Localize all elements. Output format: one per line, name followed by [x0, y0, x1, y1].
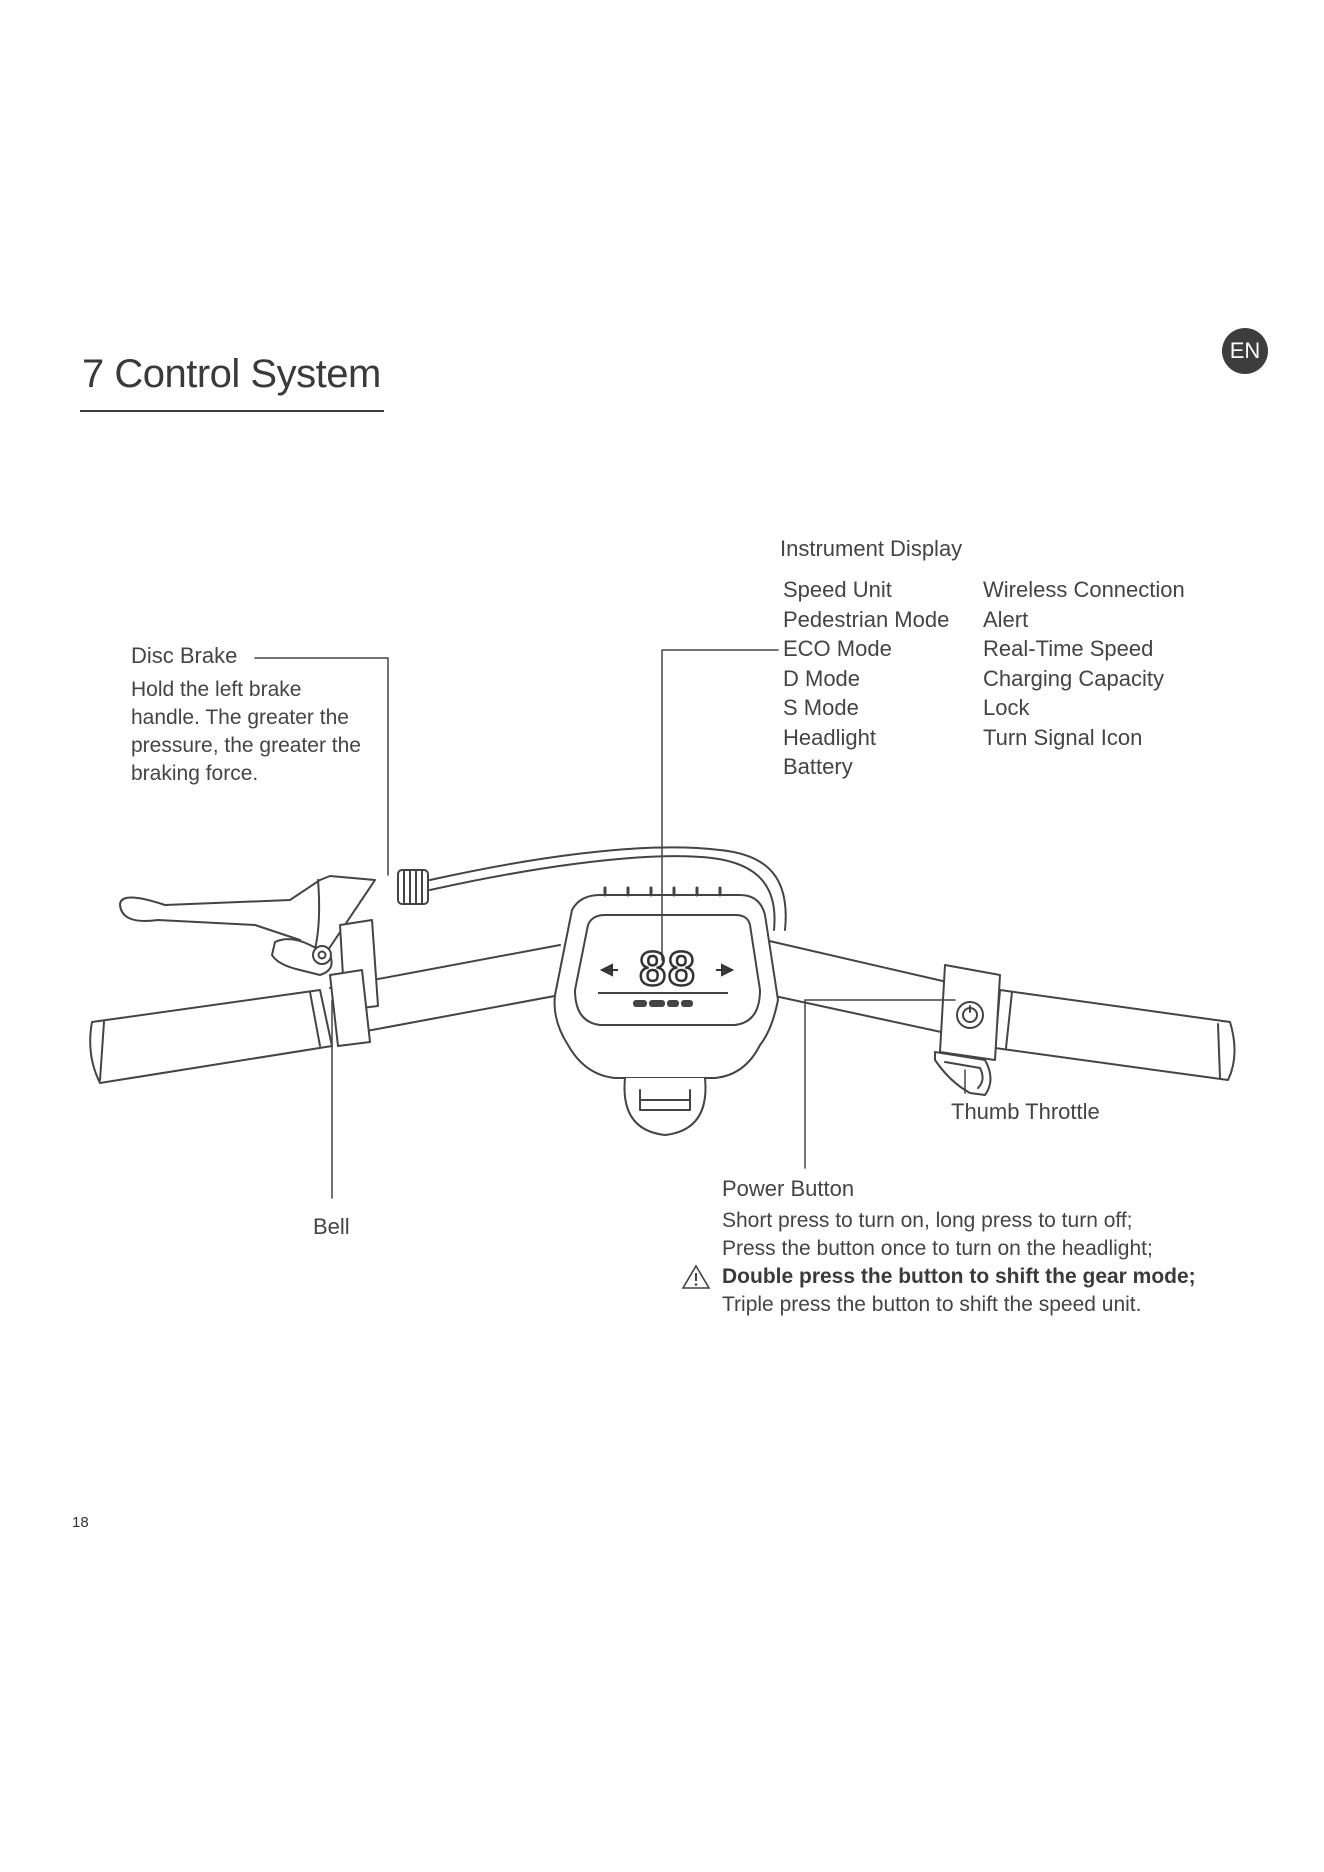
- list-item: Headlight: [783, 724, 876, 750]
- title-underline: [80, 410, 384, 412]
- list-item: Speed Unit: [783, 577, 892, 602]
- instruction-line: Short press to turn on, long press to tu…: [722, 1209, 1133, 1232]
- mode-pills: [633, 1000, 693, 1007]
- disc-brake-leader: [254, 657, 389, 876]
- instruction-line-emphasized: Double press the button to shift the gea…: [722, 1265, 1196, 1288]
- list-item: Battery: [783, 754, 853, 779]
- brake-cable: [429, 846, 787, 931]
- brake-lever: [119, 875, 376, 963]
- left-grip: [89, 989, 333, 1084]
- list-item: Turn Signal Icon: [983, 724, 1143, 750]
- brake-adjuster: [397, 869, 429, 905]
- instrument-display-right-list: Wireless Connection Alert Real-Time Spee…: [983, 575, 1185, 752]
- power-button-heading: Power Button: [722, 1176, 855, 1201]
- right-grip: [994, 989, 1236, 1081]
- list-item: Real-Time Speed: [983, 636, 1154, 661]
- page-title: 7 Control System: [82, 352, 381, 396]
- bell-lever: [271, 938, 333, 976]
- power-button-instructions: Short press to turn on, long press to tu…: [722, 1207, 1196, 1319]
- mode-pill-eco: [649, 1000, 665, 1007]
- display-mount: [623, 1077, 707, 1136]
- list-item: Wireless Connection: [983, 577, 1185, 602]
- instrument-display-heading: Instrument Display: [780, 536, 963, 561]
- left-bar-tube-bottom: [344, 994, 561, 1036]
- thumb-throttle-label: Thumb Throttle: [951, 1099, 1100, 1124]
- description-line: handle. The greater the: [131, 706, 349, 729]
- power-button-icon: [956, 1001, 984, 1029]
- list-item: Lock: [983, 695, 1030, 720]
- description-line: braking force.: [131, 762, 259, 785]
- instruction-line: Triple press the button to shift the spe…: [722, 1293, 1142, 1316]
- description-line: Hold the left brake: [131, 678, 302, 701]
- list-item: Pedestrian Mode: [783, 606, 950, 632]
- disc-brake-description: Hold the left brake handle. The greater …: [131, 676, 361, 788]
- left-turn-signal-icon: [599, 963, 618, 977]
- right-bar-tube-bottom: [769, 994, 956, 1036]
- list-item: Charging Capacity: [983, 665, 1164, 691]
- right-turn-signal-icon: [716, 963, 735, 977]
- disc-brake-heading: Disc Brake: [131, 643, 238, 668]
- mode-pill-d: [667, 1000, 679, 1007]
- bell-body: [329, 969, 371, 1047]
- speed-readout-digits: 88: [639, 943, 696, 996]
- list-item: D Mode: [783, 665, 861, 691]
- instrument-display-leader: [661, 649, 779, 961]
- list-item: ECO Mode: [783, 636, 892, 661]
- mode-pill-p: [633, 1000, 647, 1007]
- mode-pill-s: [681, 1000, 693, 1007]
- instrument-display-left-list: Speed Unit Pedestrian Mode ECO Mode D Mo…: [783, 575, 949, 782]
- bell-label: Bell: [313, 1214, 350, 1239]
- display-screen: [574, 914, 761, 1026]
- page-number: 18: [72, 1514, 89, 1531]
- list-item: Alert: [983, 606, 1029, 632]
- list-item: S Mode: [783, 695, 859, 720]
- right-bar-tube-top: [764, 939, 961, 986]
- description-line: pressure, the greater the: [131, 734, 361, 757]
- language-badge: EN: [1222, 328, 1268, 374]
- display-readout: 88: [598, 942, 735, 1007]
- instruction-line: Press the button once to turn on the hea…: [722, 1237, 1153, 1260]
- warning-triangle-icon: [681, 1264, 711, 1289]
